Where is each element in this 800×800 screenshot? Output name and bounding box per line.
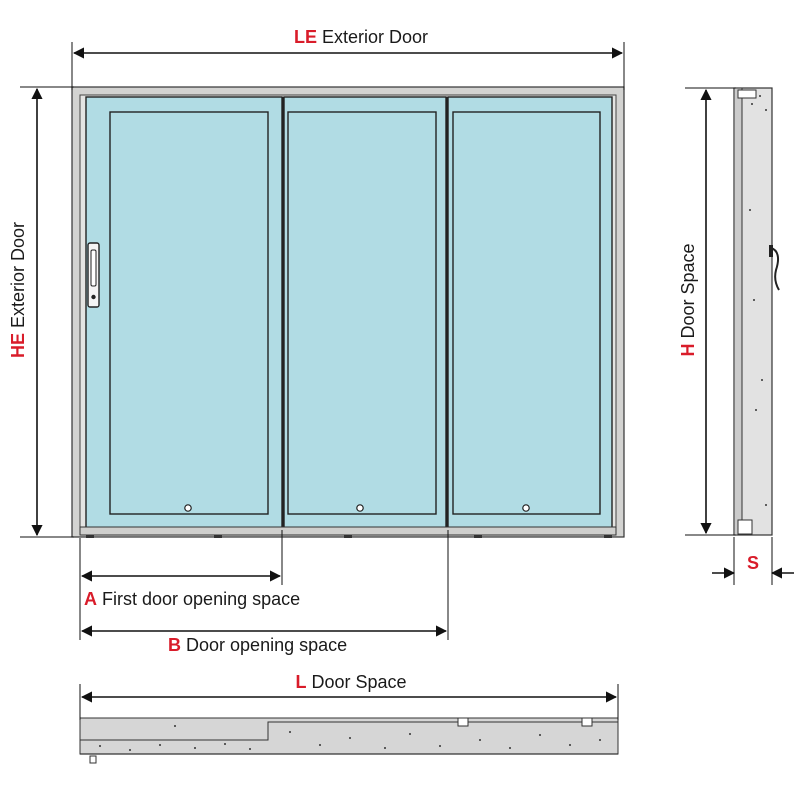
dimension-s-label: S	[747, 553, 759, 573]
panel-1-inner-frame	[109, 111, 269, 515]
dimension-le: LE Exterior Door	[71, 22, 625, 90]
panel-3-screw	[522, 504, 530, 512]
side-handle-icon	[769, 245, 780, 291]
panel-1-screw	[184, 504, 192, 512]
dimension-b-label: B Door opening space	[168, 635, 347, 655]
dimension-s: S	[712, 537, 794, 585]
door-panel-3	[447, 96, 613, 530]
rail-foot-4	[474, 535, 482, 538]
dimension-b: B Door opening space	[80, 530, 449, 655]
plan-handle-profile	[89, 755, 97, 764]
dimension-h-label: H Door Space	[678, 243, 698, 356]
glass-panel-1	[85, 96, 283, 530]
plan-wall	[79, 717, 619, 755]
rail-foot-5	[604, 535, 612, 538]
dimension-h: H Door Space	[675, 87, 736, 536]
glass-panel-3	[447, 96, 613, 530]
glass-panel-2	[283, 96, 447, 530]
dimension-a: A First door opening space	[79, 530, 300, 640]
dimension-l: L Door Space	[79, 668, 619, 720]
plan-track-2	[581, 717, 593, 727]
dimension-l-label: L Door Space	[295, 672, 406, 692]
panel-3-inner-frame	[452, 111, 601, 515]
panel-2-inner-frame	[287, 111, 437, 515]
plan-threshold	[80, 721, 618, 741]
side-door-leaf	[733, 87, 743, 536]
plan-view	[79, 717, 619, 764]
dimension-a-label: A First door opening space	[84, 589, 300, 609]
plan-wall-texture	[99, 725, 601, 751]
dimension-he: HE Exterior Door	[4, 86, 74, 538]
door-panel-2	[283, 96, 447, 530]
side-section	[733, 87, 780, 536]
side-bottom-profile	[737, 519, 753, 535]
rail-foot-3	[344, 535, 352, 538]
front-elevation	[71, 86, 625, 538]
plan-track-1	[457, 717, 469, 727]
door-panel-1	[85, 96, 283, 530]
rail-foot-2	[214, 535, 222, 538]
rail-foot-1	[86, 535, 94, 538]
dimension-le-label: LE Exterior Door	[294, 27, 428, 47]
side-top-profile	[737, 89, 757, 99]
panel-2-screw	[356, 504, 364, 512]
dimension-he-label: HE Exterior Door	[8, 222, 28, 358]
side-wall-texture	[749, 95, 767, 506]
sliding-door-handle-icon	[87, 242, 100, 308]
bottom-rail	[79, 526, 617, 536]
